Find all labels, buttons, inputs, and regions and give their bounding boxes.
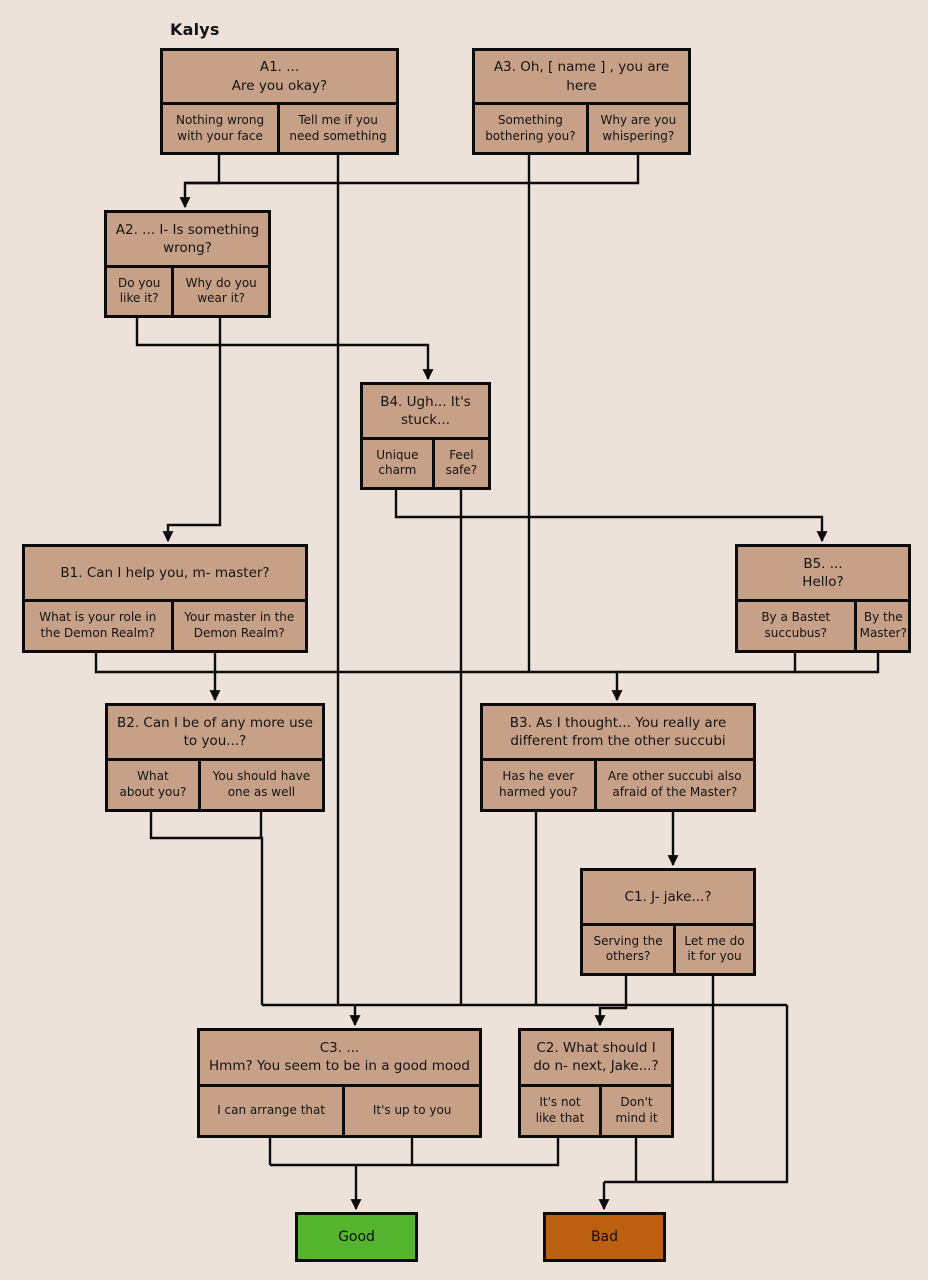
node-option-B1-1: What is your role in the Demon Realm?: [39, 610, 157, 640]
node-title-C2: C2. What should I do n- next, Jake...?: [521, 1031, 671, 1087]
dialog-node-C3: C3. ... Hmm? You seem to be in a good mo…: [197, 1028, 482, 1138]
node-option-B3-1: Has he ever harmed you?: [499, 769, 578, 799]
node-options-B5: By a Bastet succubus? By the Master?: [738, 602, 908, 650]
node-options-C2: It's not like that Don't mind it: [521, 1086, 671, 1135]
connector-line: [604, 1005, 789, 1184]
node-options-B3: Has he ever harmed you? Are other succubi…: [483, 761, 753, 809]
node-title-A1: A1. ... Are you okay?: [163, 51, 396, 105]
node-option-B5-2: By the Master?: [853, 602, 910, 650]
connector-line: [795, 653, 880, 674]
node-options-A2: Do you like it? Why do you wear it?: [107, 267, 268, 315]
node-option-C2-1: It's not like that: [535, 1095, 585, 1125]
node-option-C3-2: It's up to you: [342, 1086, 479, 1135]
connector-arrow: [135, 318, 434, 381]
node-option-A3-2: Why are you whispering?: [585, 105, 688, 152]
node-title-C3: C3. ... Hmm? You seem to be in a good mo…: [200, 1031, 479, 1087]
node-option-B5-1: By a Bastet succubus?: [761, 610, 831, 640]
node-option-A3-1: Something bothering you?: [485, 112, 576, 143]
node-options-A1: Nothing wrong with your face Tell me if y…: [163, 105, 396, 152]
character-name-label: Kalys: [170, 20, 220, 39]
node-options-B2: What about you? You should have one as we…: [108, 761, 322, 809]
node-option-B4-1: Unique charm: [376, 447, 419, 478]
dialog-node-A1: A1. ... Are you okay?Nothing wrong with …: [160, 48, 399, 155]
connector-line: [617, 653, 797, 674]
dialog-node-C2: C2. What should I do n- next, Jake...?It…: [518, 1028, 674, 1138]
connector-arrow: [179, 155, 221, 209]
connector-arrow: [394, 490, 828, 543]
node-title-C1: C1. J- jake...?: [583, 871, 753, 926]
node-option-B3-2: Are other succubi also afraid of the Mas…: [593, 761, 753, 809]
connector-line: [149, 812, 264, 1005]
ending-bad-box: Bad: [543, 1212, 666, 1262]
node-option-A2-1: Do you like it?: [117, 275, 161, 306]
dialog-node-A2: A2. ... I- Is something wrong?Do you lik…: [104, 210, 271, 318]
dialog-node-B3: B3. As I thought... You really are diffe…: [480, 703, 756, 812]
dialog-node-B2: B2. Can I be of any more use to you...?W…: [105, 703, 325, 812]
node-options-B1: What is your role in the Demon Realm? You…: [25, 602, 305, 650]
dialog-node-B1: B1. Can I help you, m- master?What is yo…: [22, 544, 308, 653]
node-option-B1-2: Your master in the Demon Realm?: [170, 602, 305, 650]
node-title-B3: B3. As I thought... You really are diffe…: [483, 706, 753, 761]
node-options-A3: Something bothering you? Why are you whis…: [475, 105, 688, 152]
connector-line: [270, 1138, 560, 1167]
connector-arrow: [162, 318, 222, 543]
dialog-node-B4: B4. Ugh... It's stuck... Unique charm Feel…: [360, 382, 491, 490]
ending-good-box: Good: [295, 1212, 418, 1262]
node-options-C1: Serving the others? Let me do it for you: [583, 925, 753, 973]
dialog-node-B5: B5. ... Hello? By a Bastet succubus? By th…: [735, 544, 911, 653]
node-option-C1-1: Serving the others?: [593, 933, 663, 964]
node-option-C2-2: Don't mind it: [599, 1086, 671, 1135]
connector-arrow: [94, 653, 623, 702]
node-option-C1-2: Let me do it for you: [673, 925, 753, 973]
node-title-A2: A2. ... I- Is something wrong?: [107, 213, 268, 268]
connector-arrow: [594, 976, 628, 1027]
node-title-A3: A3. Oh, [ name ] , you are here: [475, 51, 688, 105]
node-options-C3: I can arrange that It's up to you: [200, 1086, 479, 1135]
node-option-B2-1: What about you?: [119, 769, 187, 799]
node-option-B2-2: You should have one as well: [197, 761, 322, 809]
node-options-B4: Unique charm Feel safe?: [363, 439, 488, 487]
connector-line: [185, 155, 640, 185]
node-option-C3-1: I can arrange that: [217, 1102, 326, 1117]
node-title-B1: B1. Can I help you, m- master?: [25, 547, 305, 602]
node-option-A1-2: Tell me if you need something: [277, 105, 396, 152]
node-title-B4: B4. Ugh... It's stuck...: [363, 385, 488, 440]
node-title-B2: B2. Can I be of any more use to you...?: [108, 706, 322, 761]
node-title-B5: B5. ... Hello?: [738, 547, 908, 602]
node-option-A2-2: Why do you wear it?: [171, 267, 268, 315]
node-option-B4-2: Feel safe?: [431, 439, 488, 487]
node-option-A1-1: Nothing wrong with your face: [176, 112, 265, 143]
dialog-node-C1: C1. J- jake...? Serving the others? Let me…: [580, 868, 756, 976]
